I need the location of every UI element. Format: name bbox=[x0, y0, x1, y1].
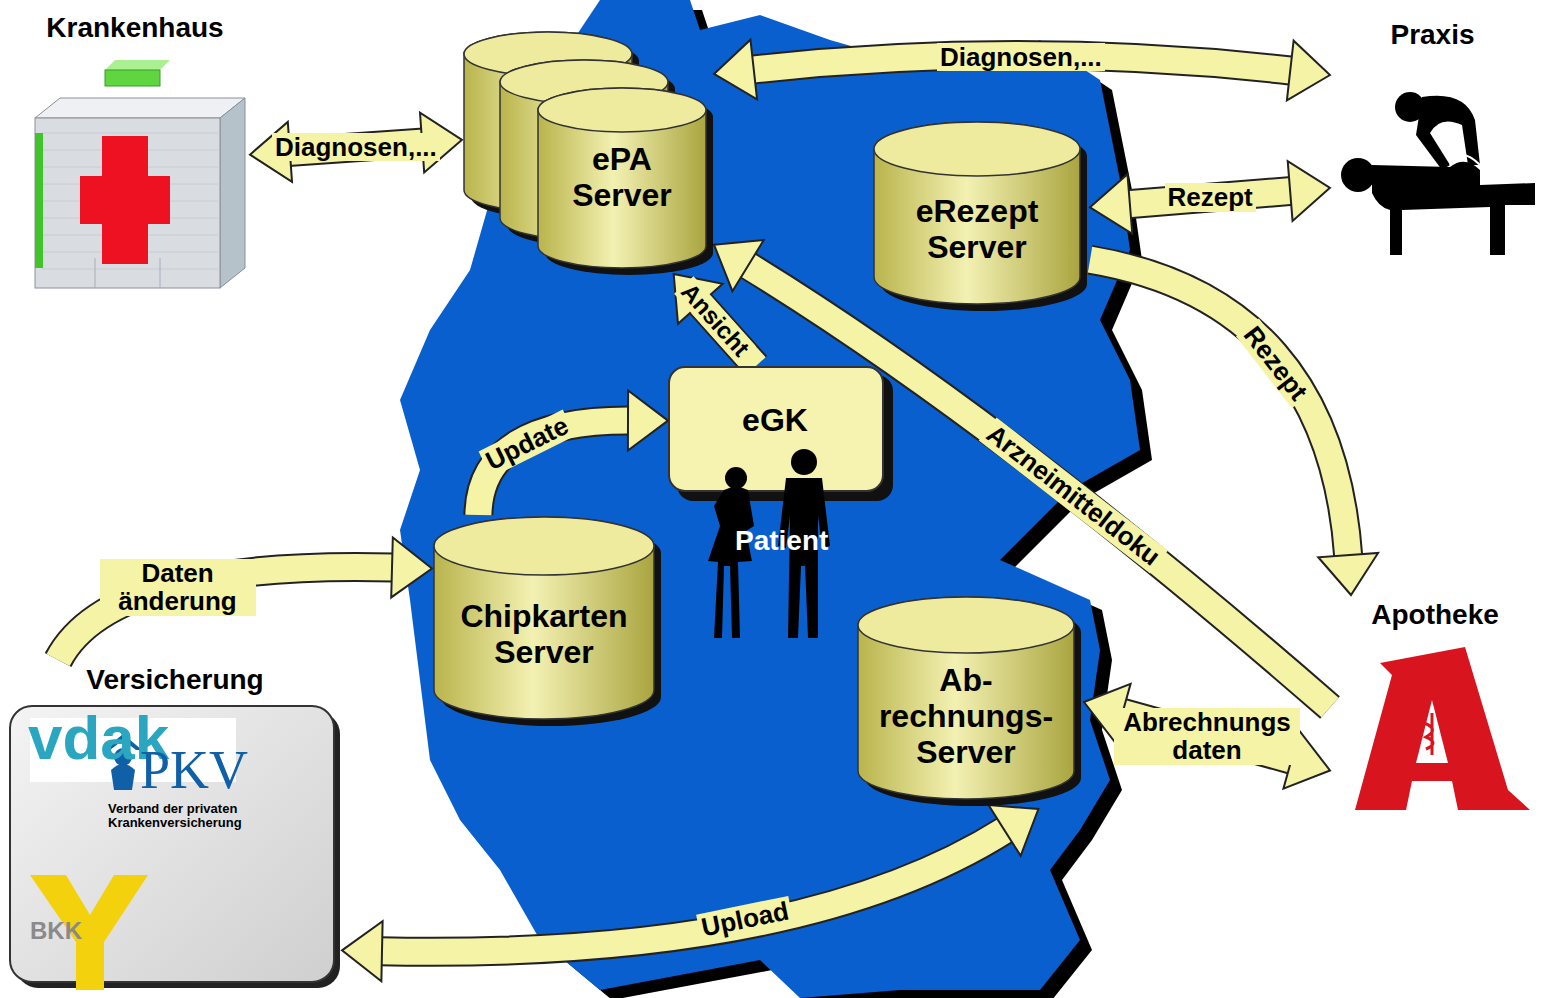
flow-arrow bbox=[674, 274, 756, 366]
flow-arrow bbox=[714, 40, 1330, 101]
node-shape bbox=[1330, 595, 1540, 895]
text-area: Versicherung bbox=[8, 660, 342, 700]
diagram-node: Apotheke bbox=[1330, 595, 1540, 820]
node-label: eRezept Server bbox=[916, 194, 1039, 266]
node-label: Krankenhaus bbox=[46, 12, 223, 43]
node-shape bbox=[20, 8, 250, 308]
text-area: Apotheke bbox=[1330, 595, 1540, 635]
diagram-node: Krankenhaus bbox=[20, 8, 250, 290]
text-area: Krankenhaus bbox=[20, 8, 250, 48]
arrow-outline bbox=[1090, 260, 1348, 557]
arrow-label: Diagnosen,... bbox=[937, 43, 1105, 72]
arrow-head bbox=[1288, 161, 1330, 221]
text-area: Ab- rechnungs- Server bbox=[858, 637, 1074, 797]
diagram-node: Ab- rechnungs- Server bbox=[856, 595, 1084, 809]
text-area: Chipkarten Server bbox=[434, 560, 654, 710]
text-area: ePA Server bbox=[538, 118, 706, 238]
flow-arrow bbox=[58, 537, 432, 660]
free-label: PKV bbox=[140, 742, 248, 799]
free-label: Patient bbox=[735, 526, 828, 555]
arrow-body bbox=[1090, 260, 1348, 557]
node-label: eGK bbox=[742, 403, 808, 439]
flow-arrow bbox=[342, 805, 1038, 981]
node-label: Chipkarten Server bbox=[460, 599, 627, 671]
arrow-head bbox=[1090, 174, 1132, 234]
arrow-body bbox=[380, 829, 1006, 951]
free-label: BKK bbox=[30, 918, 82, 943]
arrow-head bbox=[714, 40, 757, 100]
arrow-head bbox=[989, 805, 1039, 856]
diagram-node: Praxis bbox=[1330, 15, 1535, 255]
arrow-label: Rezept bbox=[1165, 183, 1256, 212]
arrow-head bbox=[628, 390, 668, 450]
node-shape bbox=[872, 120, 1090, 420]
arrow-label: Daten änderung bbox=[100, 559, 256, 616]
text-area: eRezept Server bbox=[874, 160, 1080, 300]
node-label: ePA Server bbox=[572, 142, 672, 214]
free-label: Verband der privaten Krankenversicherung bbox=[108, 802, 278, 829]
node-label: Versicherung bbox=[86, 664, 263, 695]
arrow-head bbox=[1287, 41, 1330, 101]
flow-arrow bbox=[1084, 684, 1330, 789]
text-area: eGK bbox=[668, 396, 882, 446]
node-label: Apotheke bbox=[1371, 599, 1499, 630]
diagram-node: eRezept Server bbox=[872, 120, 1090, 314]
arrow-head bbox=[391, 537, 432, 597]
flow-arrow bbox=[714, 240, 1330, 707]
node-label: Ab- rechnungs- Server bbox=[879, 663, 1053, 770]
arrow-head bbox=[342, 921, 383, 981]
arrow-outline bbox=[380, 829, 1006, 951]
arrow-label: Diagnosen,... bbox=[272, 133, 440, 162]
diagram-node: eGK bbox=[668, 366, 888, 496]
diagram-node: ePA Server bbox=[462, 30, 714, 274]
text-area: Praxis bbox=[1330, 15, 1535, 55]
node-label: Praxis bbox=[1390, 19, 1474, 50]
flow-arrow bbox=[478, 390, 668, 515]
diagram-node: Chipkarten Server bbox=[432, 515, 664, 729]
flow-arrow bbox=[1090, 161, 1330, 234]
arrow-head bbox=[1318, 553, 1378, 595]
arrow-label: Rezept bbox=[1236, 319, 1315, 409]
node-shape bbox=[1330, 15, 1535, 315]
arrow-label: Abrechnungs daten bbox=[1114, 708, 1300, 765]
flow-arrow bbox=[250, 113, 462, 182]
